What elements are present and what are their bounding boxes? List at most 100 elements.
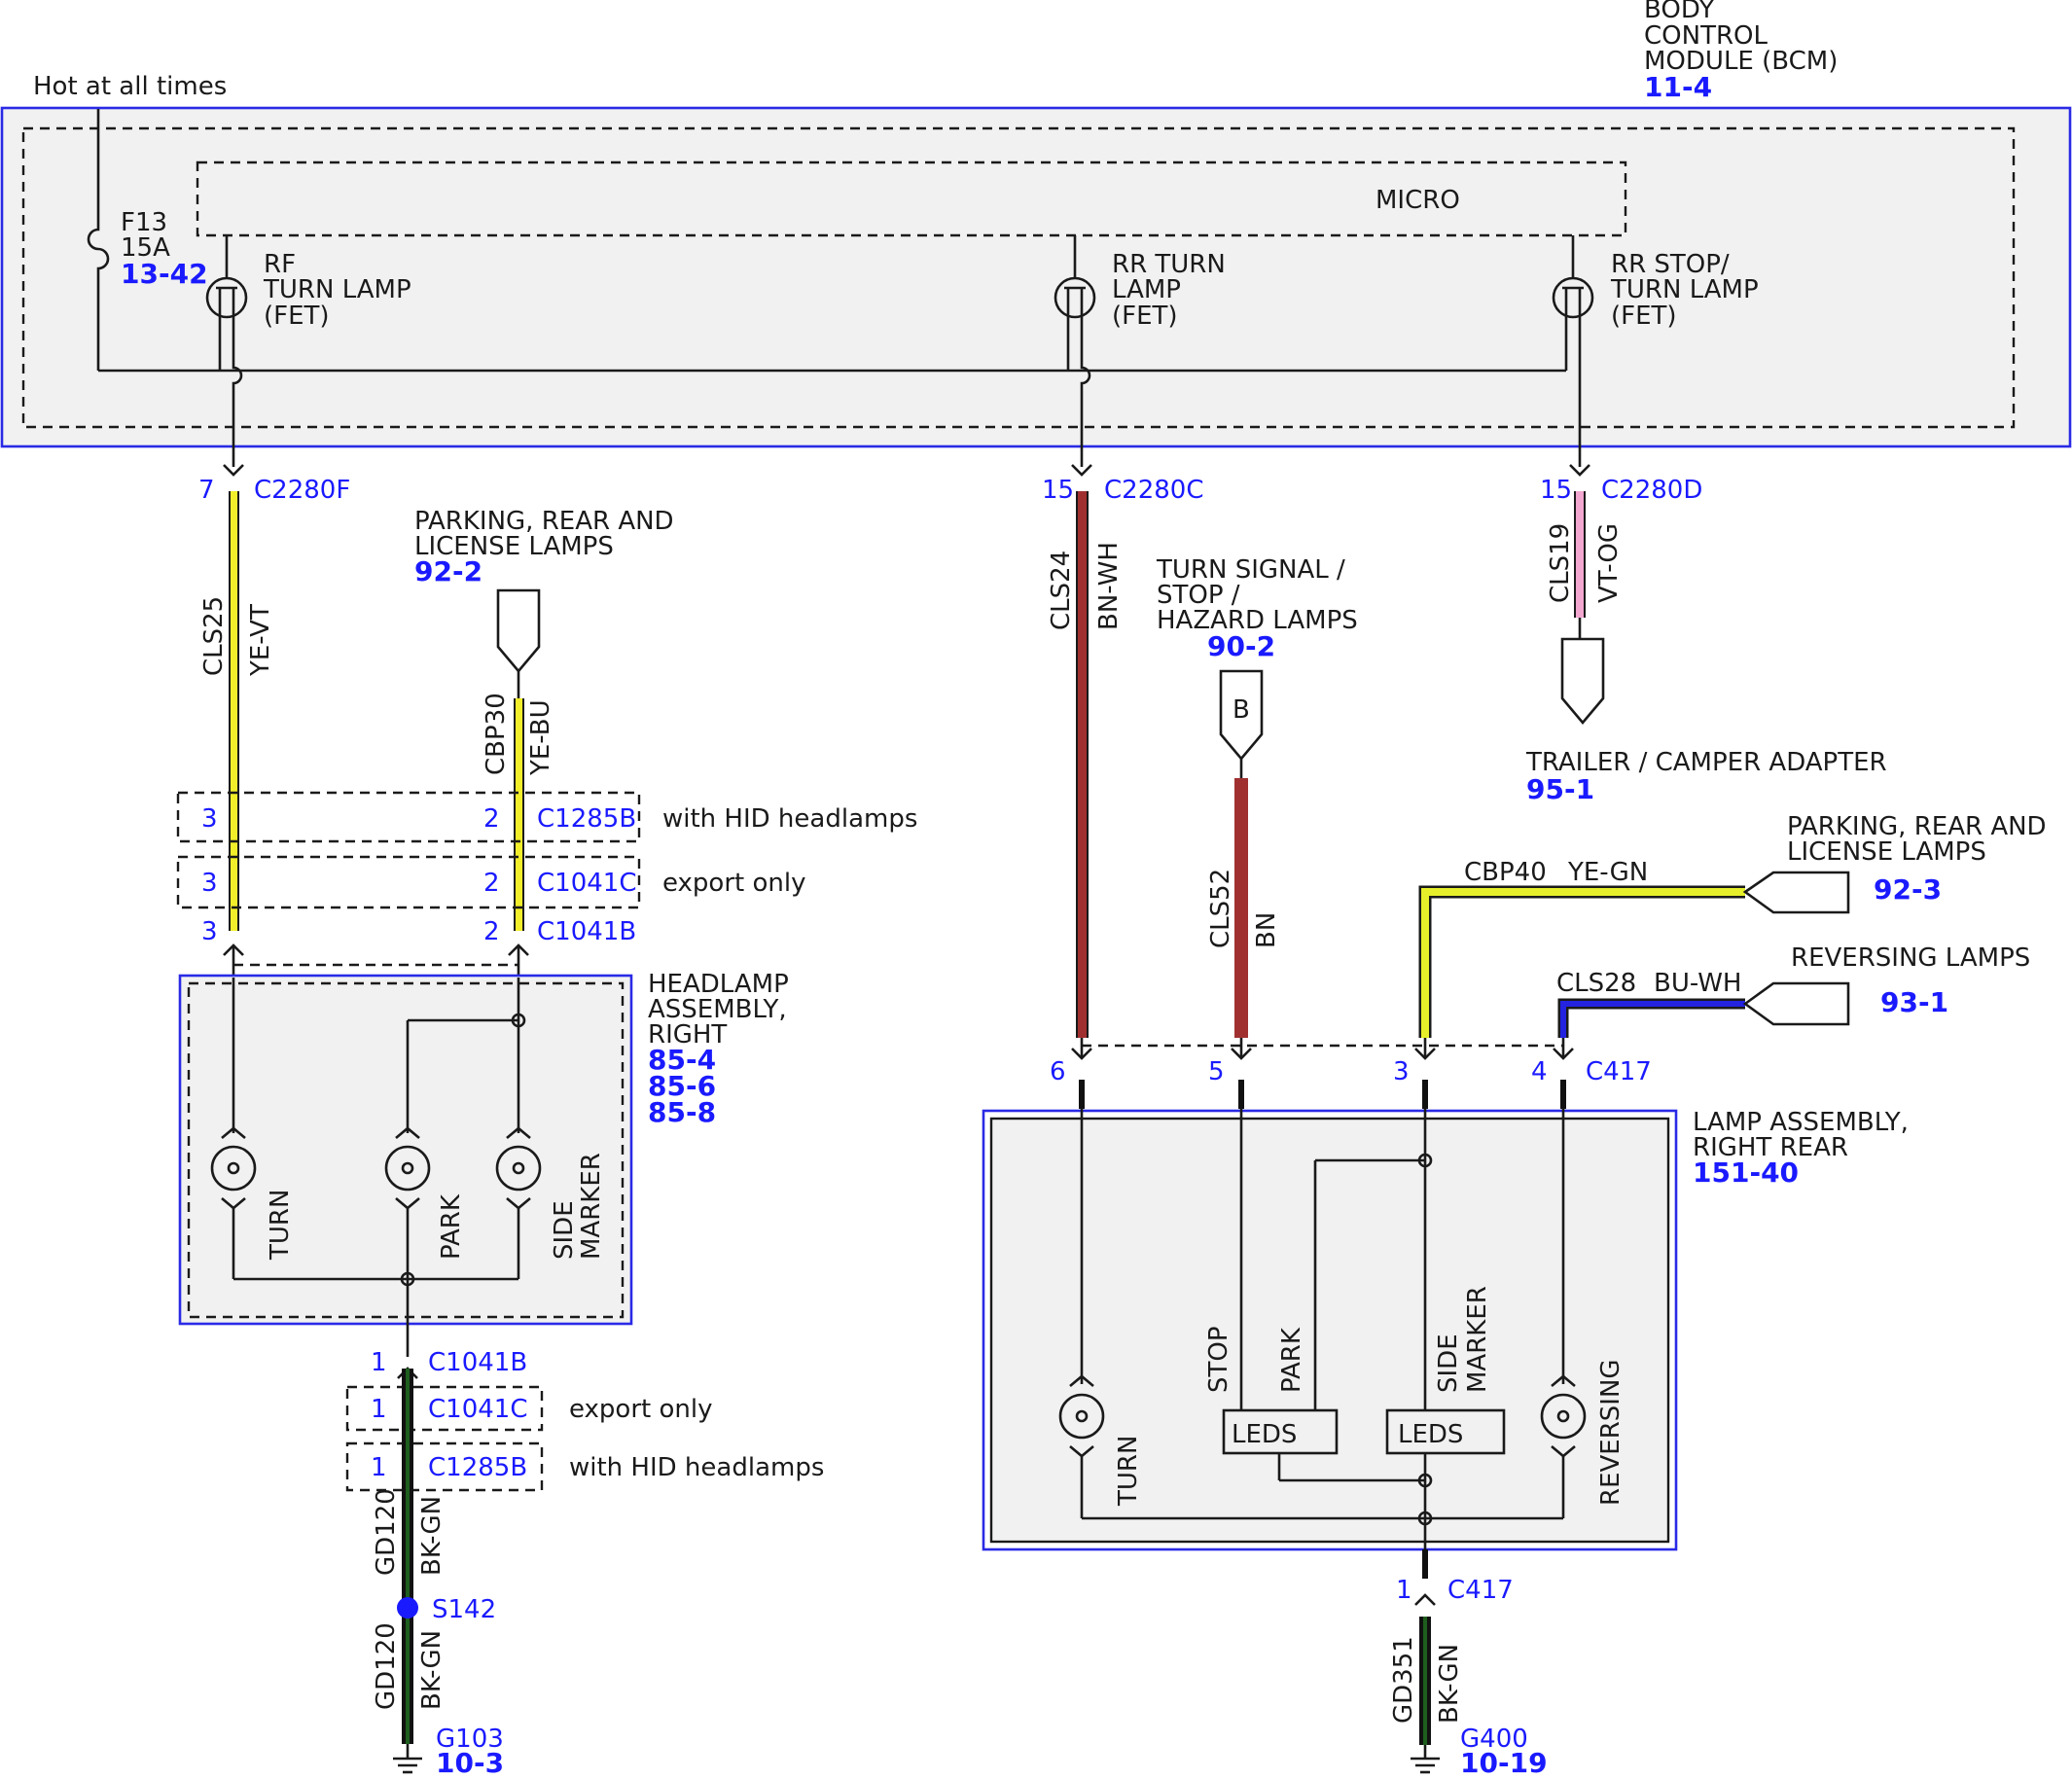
wire-cbp30 xyxy=(516,698,522,931)
c2280d-name: C2280D xyxy=(1601,476,1702,505)
gd120-b-color: BK-GN xyxy=(417,1630,447,1710)
c1041c-top-name: C1041C xyxy=(537,869,636,898)
gd351-color: BK-GN xyxy=(1435,1644,1464,1724)
fet-rf-line3: (FET) xyxy=(264,302,330,331)
ref-parking-a-line1: PARKING, REAR AND xyxy=(414,507,674,536)
fet-rf-symbol xyxy=(205,276,248,319)
ref-parking-a-ref: 92-2 xyxy=(414,555,482,587)
c2280c-pin: 15 xyxy=(1042,476,1074,505)
headlamp-assembly-body xyxy=(180,976,631,1324)
c1285b-top-pin-a: 3 xyxy=(201,804,218,834)
rear-turn-label: TURN xyxy=(1114,1436,1143,1507)
cls19-color: VT-OG xyxy=(1594,523,1624,603)
cls52-color: BN xyxy=(1252,912,1281,948)
ref-turn-signal-ref: 90-2 xyxy=(1207,630,1275,662)
headlamp-assembly-dashed xyxy=(187,981,625,1319)
headlamp-line2: ASSEMBLY, xyxy=(648,995,787,1024)
leds-label-1: LEDS xyxy=(1232,1420,1297,1449)
rear-lamp-ref: 151-40 xyxy=(1693,1156,1799,1189)
rear-lamp-assembly-border xyxy=(982,1109,1678,1551)
fuse-name: F13 xyxy=(121,208,167,237)
c1285b-top-note: with HID headlamps xyxy=(662,804,917,834)
fet-rf-line1: RF xyxy=(264,250,296,279)
ref-parking-b-line2: LICENSE LAMPS xyxy=(1787,837,1986,867)
c1041b-top-pin-b: 2 xyxy=(483,917,500,946)
c417-bot-name: C417 xyxy=(1447,1576,1514,1605)
wire-cls25 xyxy=(231,491,237,931)
leds-label-2: LEDS xyxy=(1398,1420,1463,1449)
splice-s142 xyxy=(397,1597,418,1619)
c1041c-bot-pin: 1 xyxy=(371,1395,387,1424)
c1285b-bot-note: with HID headlamps xyxy=(569,1453,824,1482)
bcm-internal-dashed-box xyxy=(21,126,2016,429)
rear-side-label-1: SIDE xyxy=(1434,1334,1463,1393)
wire-cls24 xyxy=(1078,491,1087,1038)
c417-top-name: C417 xyxy=(1586,1057,1652,1086)
c417-pin4: 4 xyxy=(1531,1057,1548,1086)
gd120-a-color: BK-GN xyxy=(417,1496,447,1576)
fuse-feed-wire xyxy=(87,109,110,371)
c2280f-pin: 7 xyxy=(198,476,215,505)
headlamp-turn-label: TURN xyxy=(266,1190,295,1261)
c1041c-bot-note: export only xyxy=(569,1395,712,1424)
c1285b-bot-name: C1285B xyxy=(428,1453,527,1482)
c2280f-name: C2280F xyxy=(254,476,350,505)
ref-reversing-ref: 93-1 xyxy=(1880,986,1948,1018)
micro-label: MICRO xyxy=(1375,186,1460,215)
headlamp-ref1: 85-4 xyxy=(648,1044,716,1076)
c1285b-top-pin-b: 2 xyxy=(483,804,500,834)
ground-g103-name: G103 xyxy=(436,1725,504,1754)
c1041b-bot-pin: 1 xyxy=(371,1348,387,1377)
ground-g103-icon xyxy=(393,1757,422,1774)
c417-bot-mark xyxy=(1414,1593,1436,1606)
cbp30-circuit: CBP30 xyxy=(482,693,511,775)
hot-at-all-times-label: Hot at all times xyxy=(33,72,227,101)
cls25-color: YE-VT xyxy=(246,604,275,677)
fet-rr-symbol xyxy=(1054,276,1096,319)
c1285b-bot-box xyxy=(345,1441,544,1492)
ref-turn-signal-line1: TURN SIGNAL / xyxy=(1156,555,1345,585)
ref-trailer-arrow xyxy=(1560,637,1605,726)
rear-lamp-assembly-body xyxy=(989,1117,1670,1544)
rear-lamp-line2: RIGHT REAR xyxy=(1693,1133,1848,1162)
headlamp-side-label-1: SIDE xyxy=(550,1200,579,1260)
bcm-title-line2: CONTROL xyxy=(1644,21,1768,51)
headlamp-ref3: 85-8 xyxy=(648,1096,716,1128)
c1285b-top-box xyxy=(176,791,641,843)
ref-parking-b-line1: PARKING, REAR AND xyxy=(1787,812,2047,841)
fet-rf-output-wire xyxy=(232,317,243,467)
cls19-circuit: CLS19 xyxy=(1546,523,1575,603)
c1041c-top-pin-a: 3 xyxy=(201,869,218,898)
wire-cls52 xyxy=(1234,778,1248,1038)
cls24-color: BN-WH xyxy=(1094,542,1124,630)
ref-reversing-arrow xyxy=(1742,981,1850,1026)
gd120-a-circuit: GD120 xyxy=(372,1488,401,1576)
c1041b-top-name: C1041B xyxy=(537,917,636,946)
cls24-circuit: CLS24 xyxy=(1047,551,1076,630)
c417-top-marks xyxy=(1071,1038,1574,1060)
wire-gd120 xyxy=(406,1369,410,1744)
c1041c-top-pin-b: 2 xyxy=(483,869,500,898)
c1041c-bot-name: C1041C xyxy=(428,1395,527,1424)
c2280d-pin: 15 xyxy=(1540,476,1572,505)
fuse-ref: 13-42 xyxy=(121,258,208,290)
ref-trailer-line1: TRAILER / CAMPER ADAPTER xyxy=(1525,748,1887,777)
c1041c-bot-box xyxy=(345,1385,544,1432)
c1285b-top-name: C1285B xyxy=(537,804,636,834)
ground-g400-name: G400 xyxy=(1460,1725,1528,1754)
rear-lamp-junction-top xyxy=(1417,1153,1433,1168)
c1041b-top-pin-a: 3 xyxy=(201,917,218,946)
c1041c-top-box xyxy=(176,855,641,909)
rear-lamp-junction-mid xyxy=(1417,1473,1433,1488)
headlamp-ref2: 85-6 xyxy=(648,1070,716,1102)
c1285b-bot-pin: 1 xyxy=(371,1453,387,1482)
c1041b-bot-name: C1041B xyxy=(428,1348,527,1377)
fet-stop-symbol xyxy=(1552,276,1594,319)
wire-cls28 xyxy=(1560,1001,1745,1038)
bcm-module-border xyxy=(0,106,2072,448)
ref-trailer-ref: 95-1 xyxy=(1526,773,1594,805)
ref-turn-signal-line2: STOP / xyxy=(1157,581,1240,610)
ref-parking-b-ref: 92-3 xyxy=(1874,873,1942,906)
headlamp-line3: RIGHT xyxy=(648,1020,727,1050)
